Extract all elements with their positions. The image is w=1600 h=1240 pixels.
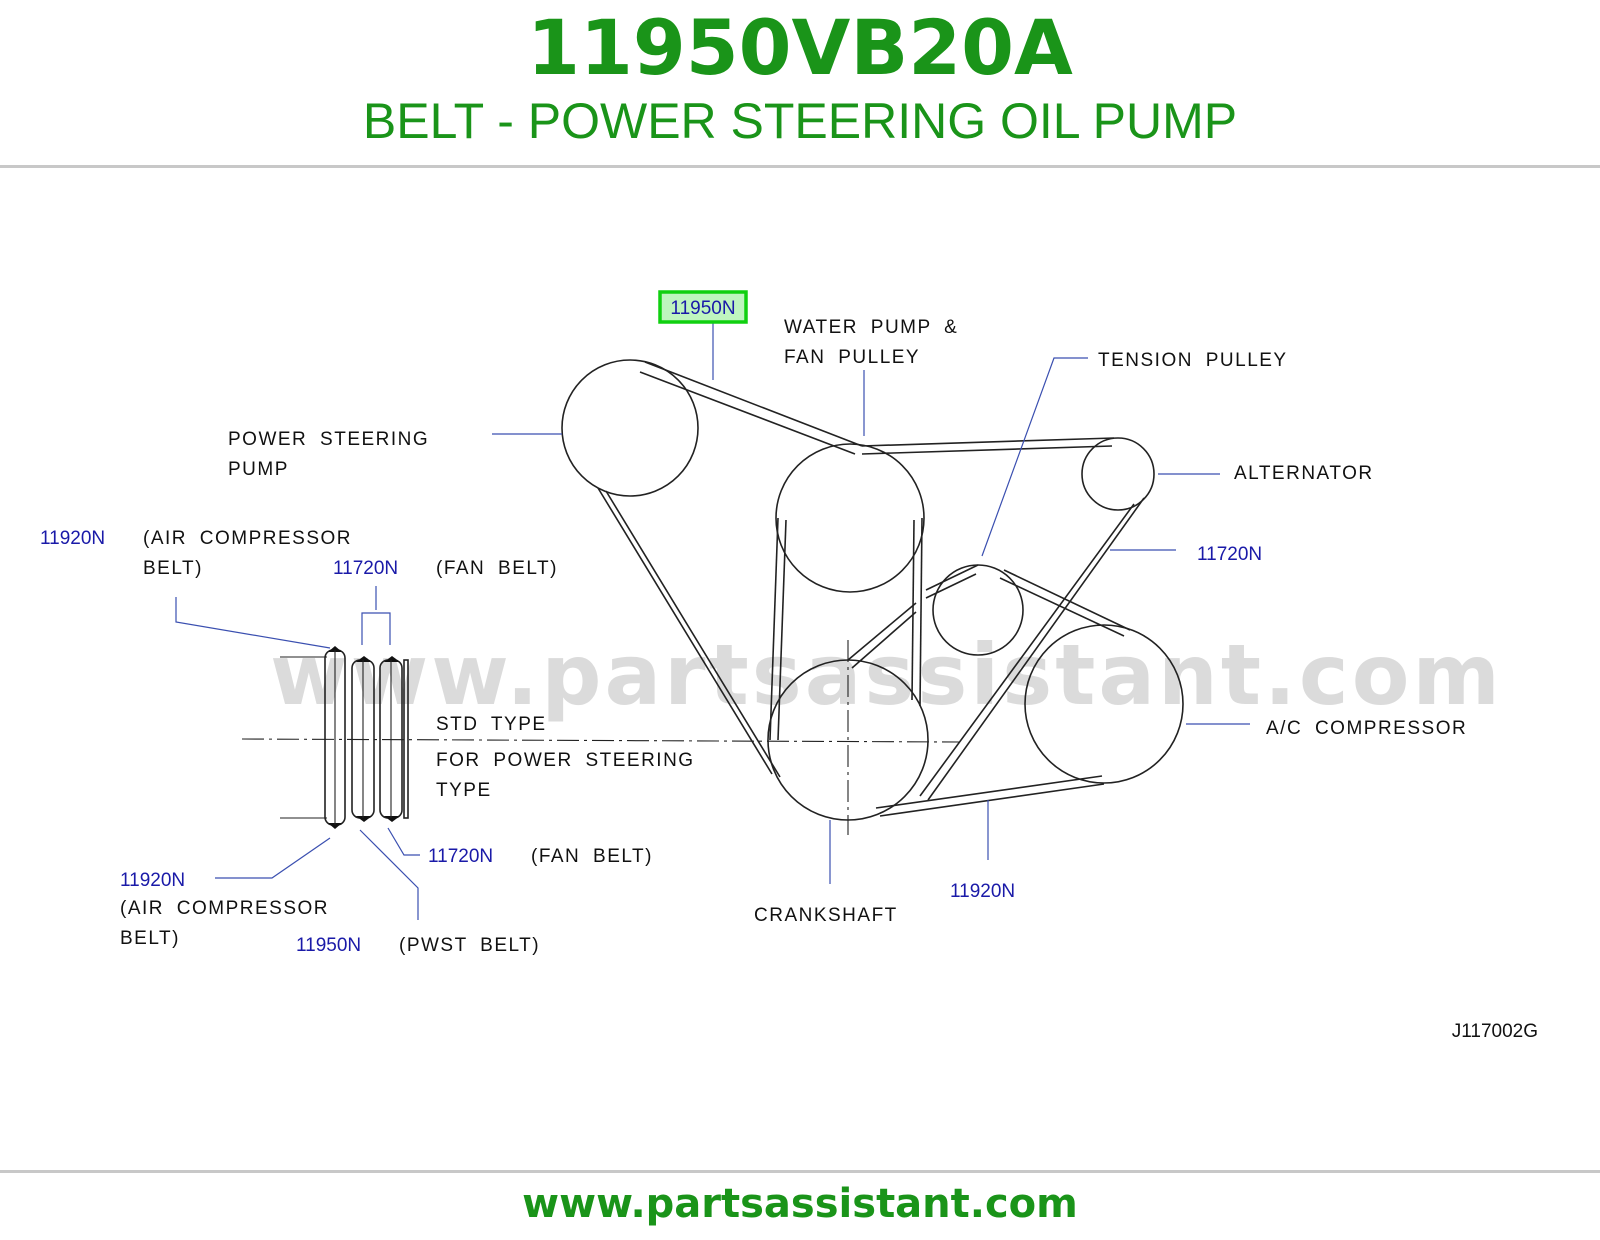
label-pwst-belt: (PWST BELT) [399, 935, 540, 956]
footer-url[interactable]: www.partsassistant.com [522, 1181, 1078, 1227]
label-water-pump-1: WATER PUMP & [784, 317, 958, 338]
code-air-comp-top[interactable]: 11920N [40, 528, 105, 549]
code-air-comp-bottom[interactable]: 11920N [120, 870, 185, 891]
highlighted-code[interactable]: 11950N [670, 298, 735, 319]
part-description: BELT - POWER STEERING OIL PUMP [362, 93, 1238, 149]
power-steering-pulley [561, 359, 699, 497]
code-crank-right[interactable]: 11920N [950, 881, 1015, 902]
label-fan-belt-top: (FAN BELT) [436, 558, 558, 579]
label-fan-belt-bottom: (FAN BELT) [531, 846, 653, 867]
label-std-type: STD TYPE [436, 714, 547, 735]
label-for-ps-1: FOR POWER STEERING [436, 750, 695, 771]
highlighted-part-callout[interactable]: 11950N [658, 290, 748, 324]
label-air-comp-top-1: (AIR COMPRESSOR [143, 528, 352, 549]
figure-id: J117002G [1452, 1021, 1538, 1042]
code-fan-top[interactable]: 11720N [333, 558, 398, 579]
ac-compressor-pulley [1024, 624, 1184, 784]
air-compressor-belt [847, 564, 1131, 817]
alternator-pulley [1081, 437, 1155, 511]
label-water-pump-2: FAN PULLEY [784, 347, 920, 368]
label-tension-pulley: TENSION PULLEY [1098, 350, 1288, 371]
label-power-steering-2: PUMP [228, 459, 289, 480]
label-for-ps-2: TYPE [436, 780, 492, 801]
belt-routing-diagram: www.partsassistant.com [40, 290, 1538, 1042]
label-air-comp-bottom-1: (AIR COMPRESSOR [120, 898, 329, 919]
part-number-title: 11950VB20A [527, 3, 1073, 92]
label-alternator: ALTERNATOR [1234, 463, 1374, 484]
fan-belt [769, 437, 1145, 801]
header: 11950VB20A BELT - POWER STEERING OIL PUM… [0, 0, 1600, 168]
belt-cross-section [280, 646, 409, 829]
label-air-comp-top-2: BELT) [143, 558, 203, 579]
code-pwst-bottom[interactable]: 11950N [296, 935, 361, 956]
label-crankshaft: CRANKSHAFT [754, 905, 898, 926]
power-steering-belt [597, 361, 863, 778]
code-alternator-side[interactable]: 11720N [1197, 544, 1262, 565]
water-pump-pulley [775, 443, 925, 593]
code-fan-bottom[interactable]: 11720N [428, 846, 493, 867]
watermark: www.partsassistant.com [270, 626, 1503, 724]
label-ac-compressor: A/C COMPRESSOR [1266, 718, 1467, 739]
footer-divider [0, 1170, 1600, 1173]
header-divider [0, 165, 1600, 168]
label-power-steering-1: POWER STEERING [228, 429, 429, 450]
label-air-comp-bottom-2: BELT) [120, 928, 180, 949]
